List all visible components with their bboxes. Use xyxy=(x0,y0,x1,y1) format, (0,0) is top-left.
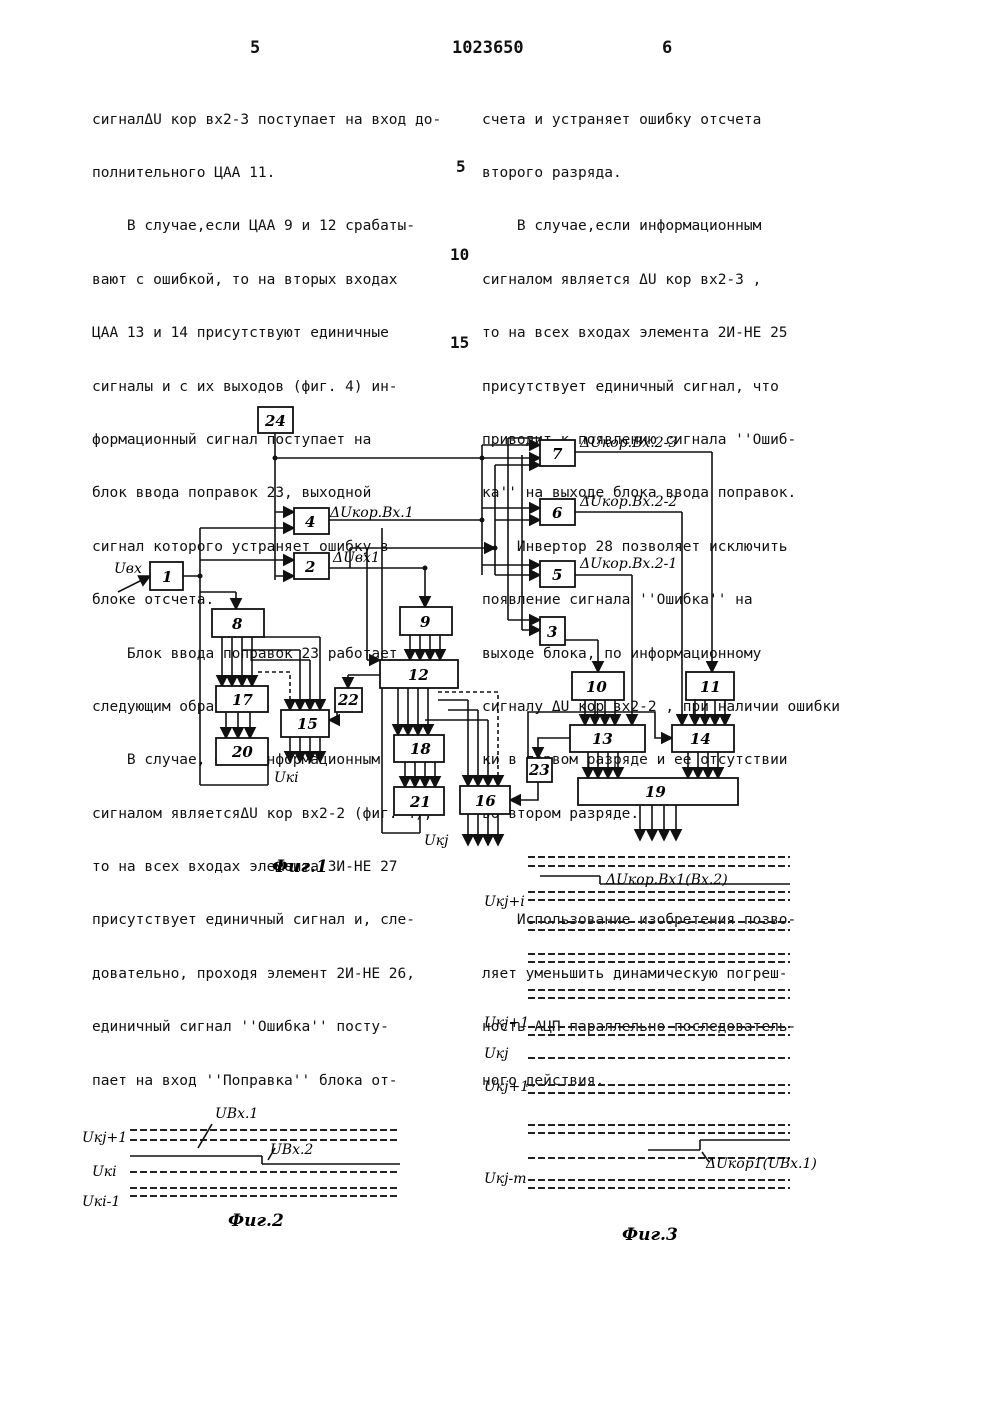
svg-text:13: 13 xyxy=(592,730,613,748)
fig3-signal-label: ΔUкор1(UВх.1) xyxy=(705,1156,817,1172)
svg-text:19: 19 xyxy=(645,783,666,801)
svg-text:9: 9 xyxy=(420,613,431,631)
signal-label-ukj: Uкj xyxy=(424,833,449,849)
svg-text:15: 15 xyxy=(297,715,318,733)
block-23: 23 xyxy=(527,758,552,782)
block-18: 18 xyxy=(394,735,444,762)
block-9: 9 xyxy=(400,607,452,635)
block-21: 21 xyxy=(394,787,444,815)
block-20: 20 xyxy=(216,738,268,765)
svg-text:12: 12 xyxy=(408,666,429,684)
fig2-signal-label: UВх.2 xyxy=(270,1142,313,1158)
fig2-timing-diagram xyxy=(130,1124,400,1196)
block-19: 19 xyxy=(578,778,738,805)
signal-label-s7: ΔUкор.Вх.2-3 xyxy=(579,435,677,451)
svg-text:18: 18 xyxy=(410,740,431,758)
block-11: 11 xyxy=(686,672,734,700)
block-1: 1 xyxy=(150,562,183,590)
block-22: 22 xyxy=(335,688,362,712)
fig2-level-label: Uкi-1 xyxy=(82,1194,120,1210)
signal-label-s2: ΔUвх1 xyxy=(332,550,380,566)
signal-label-s5: ΔUкор.Вх.2-1 xyxy=(579,556,677,572)
svg-text:10: 10 xyxy=(586,678,607,696)
svg-text:8: 8 xyxy=(232,615,243,633)
block-24: 24 xyxy=(258,407,293,433)
fig3-caption: Фиг.3 xyxy=(622,1225,678,1245)
svg-text:24: 24 xyxy=(264,412,286,430)
svg-text:17: 17 xyxy=(232,691,253,709)
block-7: 7 xyxy=(540,440,575,466)
block-8: 8 xyxy=(212,609,264,637)
svg-text:22: 22 xyxy=(337,691,359,709)
fig2-level-label: Uкi xyxy=(92,1164,117,1180)
svg-text:7: 7 xyxy=(552,445,563,463)
block-10: 10 xyxy=(572,672,624,700)
block-4: 4 xyxy=(294,508,329,534)
fig3-timing-diagram xyxy=(528,857,790,1188)
fig3-signal-label: ΔUкор.Вх1(Вх.2) xyxy=(605,872,728,888)
block-14: 14 xyxy=(672,725,734,752)
fig1-caption: Фиг.1 xyxy=(272,857,328,877)
block-12: 12 xyxy=(380,660,458,688)
signal-label-input: Uвх xyxy=(114,561,142,577)
fig3-level-label: Uкj+i xyxy=(484,894,525,910)
block-15: 15 xyxy=(281,710,329,737)
svg-text:11: 11 xyxy=(700,678,721,696)
svg-text:1: 1 xyxy=(162,568,172,586)
fig3-level-label: Uкj+1 xyxy=(484,1015,529,1031)
signal-label-s6: ΔUкор.Вх.2-2 xyxy=(579,494,677,510)
svg-text:14: 14 xyxy=(690,730,711,748)
svg-text:3: 3 xyxy=(547,623,557,641)
block-6: 6 xyxy=(540,499,575,525)
block-5: 5 xyxy=(540,561,575,587)
svg-text:2: 2 xyxy=(304,558,315,576)
fig3-level-label: Uкj xyxy=(484,1046,509,1062)
signal-label-uki: Uкi xyxy=(274,770,299,786)
svg-text:6: 6 xyxy=(552,504,563,522)
block-2: 2 xyxy=(294,553,329,579)
fig2-caption: Фиг.2 xyxy=(228,1211,284,1231)
fig2-level-label: Uкj+1 xyxy=(82,1130,127,1146)
block-17: 17 xyxy=(216,686,268,712)
svg-text:23: 23 xyxy=(528,761,550,779)
block-16: 16 xyxy=(460,786,510,814)
block-3: 3 xyxy=(540,617,565,645)
fig3-level-label: Uкj+1 xyxy=(484,1079,529,1095)
fig3-level-label: Uкj-m xyxy=(484,1171,527,1187)
block-13: 13 xyxy=(570,725,645,752)
svg-text:21: 21 xyxy=(409,793,431,811)
svg-text:16: 16 xyxy=(475,792,496,810)
svg-text:4: 4 xyxy=(305,513,315,531)
signal-label-s4: ΔUкор.Вх.1 xyxy=(329,505,414,521)
svg-text:20: 20 xyxy=(231,743,253,761)
fig2-signal-label: UВх.1 xyxy=(215,1106,258,1122)
svg-text:5: 5 xyxy=(552,566,562,584)
